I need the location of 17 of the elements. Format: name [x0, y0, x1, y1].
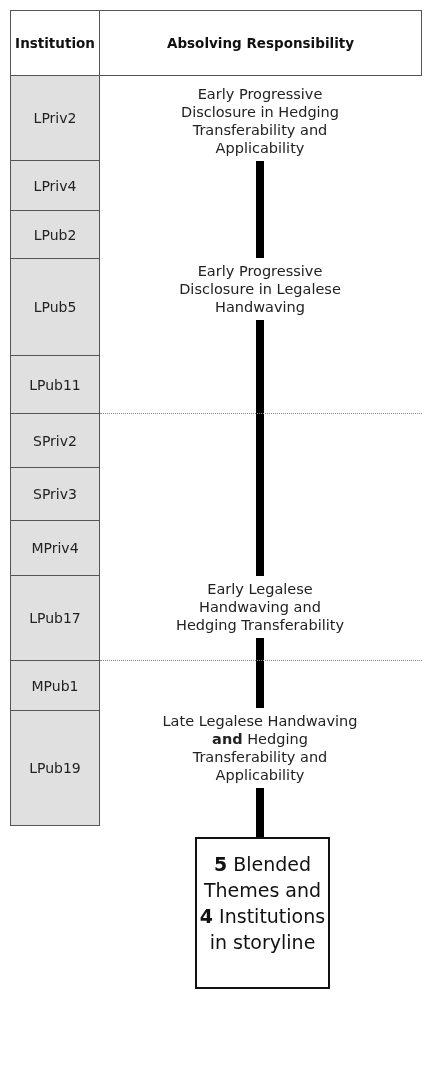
institution-cell: LPub17	[10, 575, 100, 661]
institution-cell: LPriv4	[10, 160, 100, 211]
theme-text: Early Legalese Handwaving and Hedging Transferability	[170, 580, 350, 634]
institution-cell: LPriv2	[10, 75, 100, 161]
theme-text: Early Progressive Disclosure in Hedging Transferability and Applicability	[170, 85, 350, 157]
institution-cell: LPub2	[10, 210, 100, 259]
storyline-box: 5 Blended Themes and 4 Institutions in storyline	[195, 837, 330, 989]
theme-text: Late Legalese Handwaving and Hedging Transferability and Applicability	[160, 712, 360, 784]
theme-text: Early Progressive Disclosure in Legalese Handwaving	[170, 262, 350, 316]
institution-cell: LPub11	[10, 355, 100, 414]
institution-cell: SPriv3	[10, 467, 100, 521]
institution-cell: LPub5	[10, 258, 100, 356]
institution-cell: MPub1	[10, 660, 100, 711]
institution-cell: LPub19	[10, 710, 100, 826]
column-header: Absolving Responsibility	[99, 10, 422, 76]
institution-cell: SPriv2	[10, 413, 100, 468]
institution-cell: MPriv4	[10, 520, 100, 576]
